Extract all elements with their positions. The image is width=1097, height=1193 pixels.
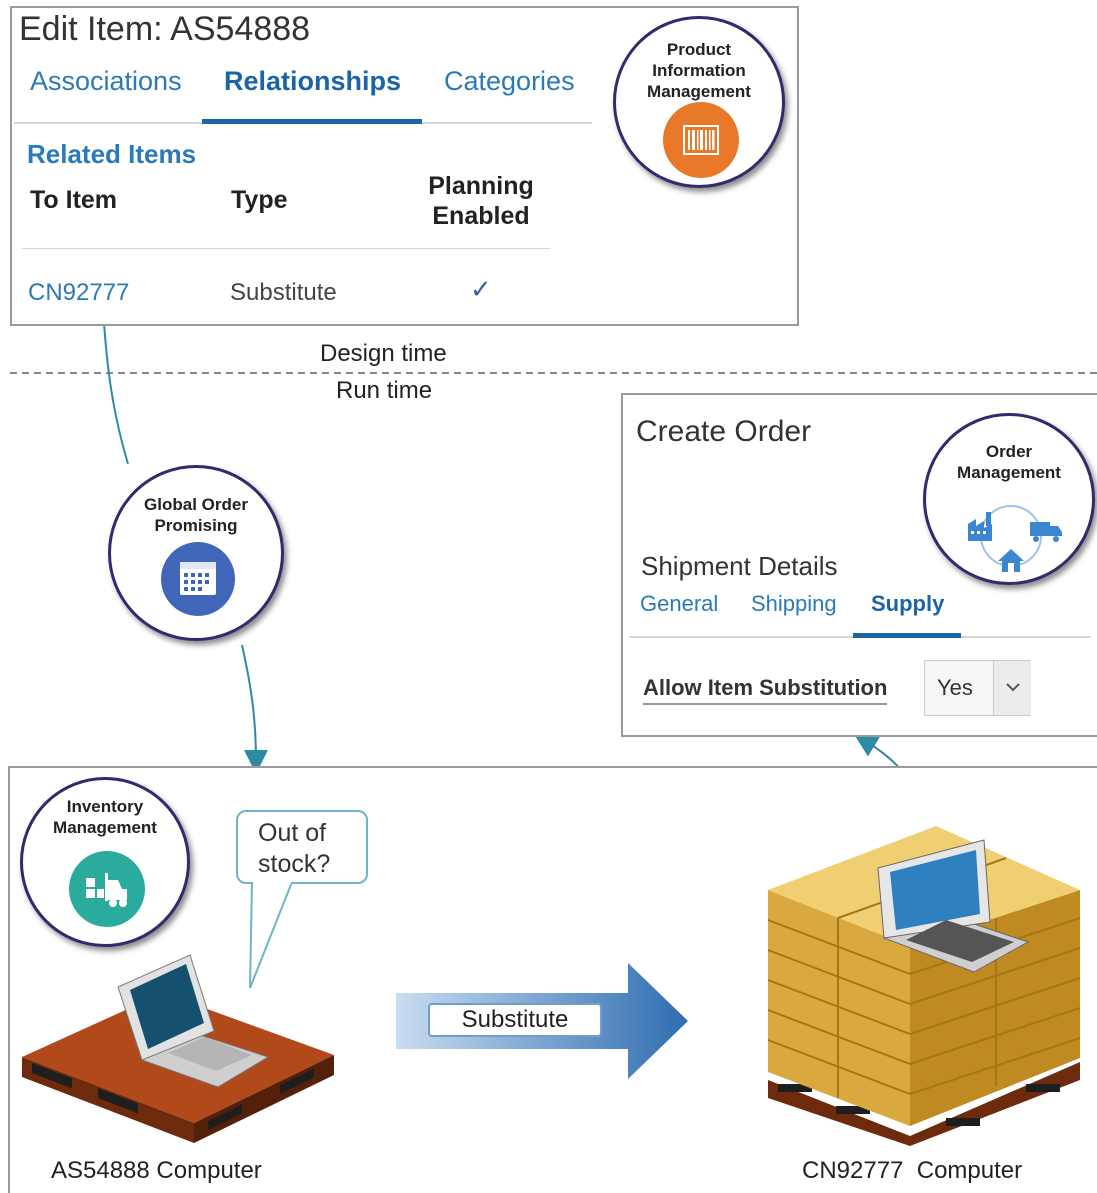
allow-substitution-label: Allow Item Substitution [643, 675, 888, 705]
pallet-with-laptop [22, 954, 334, 1143]
gop-badge-label: Global Order Promising [144, 495, 248, 535]
create-order-title: Create Order [636, 415, 812, 448]
chevron-down-icon[interactable] [993, 661, 1031, 715]
right-computer-caption: CN92777 Computer [802, 1157, 1023, 1184]
relationship-type: Substitute [230, 279, 337, 306]
im-badge: Inventory Management [20, 777, 190, 947]
allow-substitution-select[interactable]: Yes [924, 660, 1031, 716]
supply-chain-icon [968, 505, 1062, 572]
related-item-link[interactable]: CN92777 [28, 279, 130, 306]
col-planning-enabled: Planning Enabled [428, 172, 534, 230]
edit-item-panel: Edit Item: AS54888 Associations Relation… [10, 6, 799, 326]
tab-associations[interactable]: Associations [30, 66, 182, 96]
pim-badge: Product Information Management [613, 16, 785, 188]
stocked-pallet [767, 826, 1081, 1146]
calendar-icon [161, 542, 235, 616]
supply-tab-indicator [853, 633, 961, 638]
tab-general[interactable]: General [640, 591, 719, 616]
bubble-tail [249, 880, 293, 989]
planning-enabled-check: ✓ [470, 274, 492, 304]
table-header-rule [22, 248, 550, 249]
shipment-details-heading: Shipment Details [641, 551, 838, 581]
edit-item-title: Edit Item: AS54888 [19, 10, 311, 48]
allow-substitution-value: Yes [937, 675, 973, 700]
gop-to-inventory-arrow [241, 644, 268, 774]
tab-shipping[interactable]: Shipping [751, 591, 837, 616]
tab-supply[interactable]: Supply [871, 591, 945, 616]
tab-relationships[interactable]: Relationships [224, 66, 402, 96]
gop-badge: Global Order Promising [108, 465, 284, 641]
om-badge: Order Management [923, 413, 1095, 585]
substitute-label: Substitute [428, 1003, 602, 1037]
design-time-label: Design time [320, 340, 447, 367]
active-tab-indicator [202, 119, 422, 124]
col-to-item: To Item [30, 186, 118, 214]
om-badge-label: Order Management [957, 442, 1061, 482]
pim-to-gop-line [103, 322, 129, 465]
barcode-icon [663, 102, 739, 178]
col-type: Type [231, 186, 288, 214]
pim-badge-label: Product Information Management [647, 40, 751, 101]
create-order-panel: Create Order Shipment Details General Sh… [621, 393, 1097, 737]
related-items-heading: Related Items [27, 139, 197, 169]
run-time-label: Run time [336, 377, 433, 404]
tab-categories[interactable]: Categories [444, 66, 575, 96]
forklift-icon [69, 851, 145, 927]
out-of-stock-bubble: Out of stock? [236, 810, 368, 884]
left-computer-caption: AS54888 Computer [51, 1157, 262, 1184]
im-badge-label: Inventory Management [53, 797, 157, 837]
